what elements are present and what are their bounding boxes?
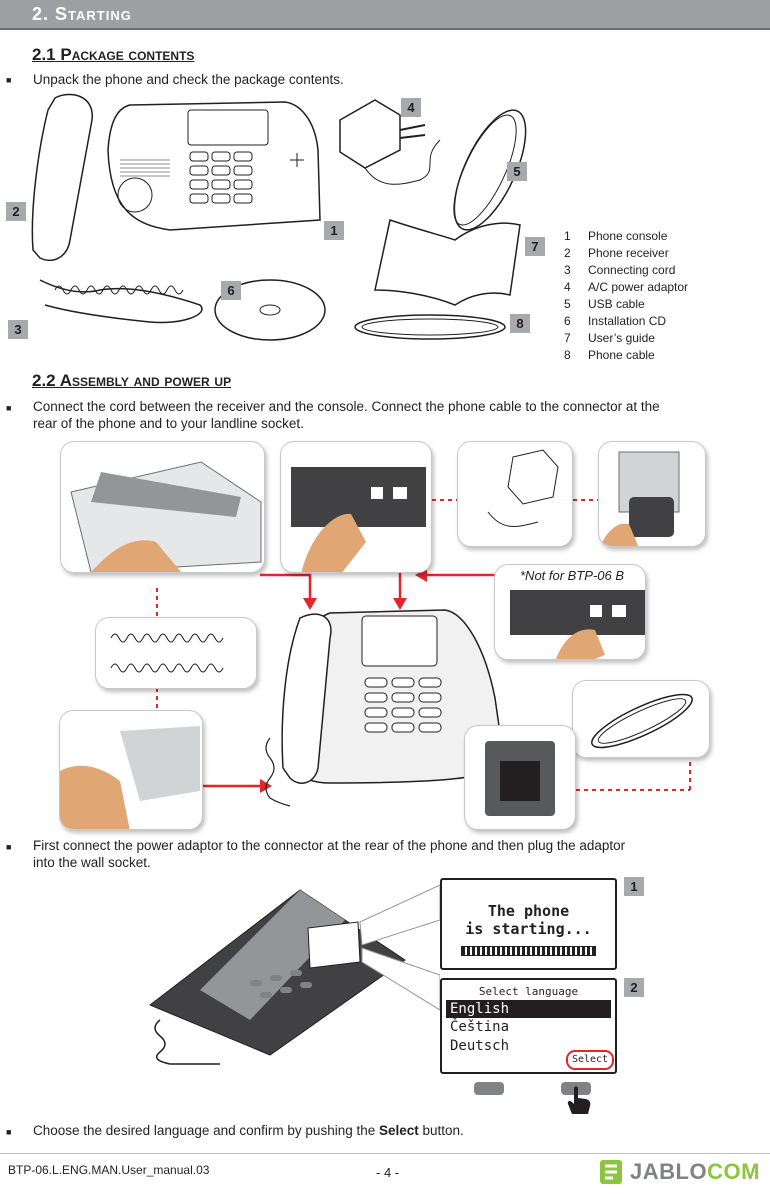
badge-2: 2 [6, 202, 26, 221]
adaptor-photo [457, 441, 573, 547]
bullet-connect-line1: Connect the cord between the receiver an… [33, 399, 660, 414]
badge-7: 7 [525, 237, 545, 256]
phone-cable-photo [572, 680, 710, 758]
screen-badge-1: 1 [624, 877, 644, 896]
phone-startup-illustration [149, 884, 440, 1065]
left-softkey-button[interactable] [474, 1082, 504, 1095]
screen-badge-2: 2 [624, 978, 644, 997]
pointing-hand-icon [567, 1086, 591, 1114]
logo-text-jablo: JABLO [630, 1159, 708, 1184]
badge-4: 4 [401, 98, 421, 117]
jablocom-logo-icon [600, 1160, 622, 1184]
package-contents-illustration [31, 93, 527, 341]
lcd-startup-line2: is starting... [465, 920, 592, 938]
badge-3: 3 [8, 320, 28, 339]
badge-1: 1 [324, 221, 344, 240]
language-screen-header: Select language [478, 985, 579, 998]
bullet-icon: ■ [6, 75, 12, 85]
select-button-label: Select [378, 1123, 419, 1138]
page-number: - 4 - [376, 1165, 400, 1180]
handset-plug-photo [59, 710, 203, 830]
section-title: 2. Starting [32, 4, 132, 24]
lcd-language-screen: Select language English Čeština Deutsch … [440, 978, 617, 1074]
bullet-icon: ■ [6, 1127, 12, 1137]
lcd-startup-line1: The phone [487, 902, 570, 920]
subsection-title-package: 2.1 Package contents [32, 45, 195, 64]
rear-port-photo [280, 441, 432, 573]
bullet-choose-language: Choose the desired language and confirm … [33, 1123, 464, 1138]
bullet-unpack: Unpack the phone and check the package c… [33, 72, 344, 87]
bullet-icon: ■ [6, 842, 12, 852]
line-socket-photo [464, 725, 576, 830]
logo-text-com: COM [707, 1159, 760, 1184]
receiver-cord-photo [60, 441, 265, 573]
language-option-english[interactable]: English [446, 1000, 611, 1018]
bullet-icon: ■ [6, 403, 12, 413]
section-header-bar [0, 0, 770, 30]
not-for-btp06b-note: *Not for BTP-06 B [517, 568, 628, 583]
coiled-cord-photo [95, 617, 257, 689]
subsection-title-assembly: 2.2 Assembly and power up [32, 371, 232, 390]
language-option-cestina[interactable]: Čeština [450, 1019, 510, 1035]
footer-divider [0, 1153, 770, 1154]
lcd-select-softkey[interactable]: Select [566, 1050, 614, 1070]
wall-socket-photo [598, 441, 706, 547]
footer-doc-id: BTP-06.L.ENG.MAN.User_manual.03 [8, 1163, 210, 1177]
bullet-connect-line2: rear of the phone and to your landline s… [33, 416, 304, 431]
badge-5: 5 [507, 162, 527, 181]
bullet-power-line2: into the wall socket. [33, 855, 151, 870]
language-option-deutsch[interactable]: Deutsch [450, 1038, 510, 1054]
badge-8: 8 [510, 314, 530, 333]
bullet-power-line1: First connect the power adaptor to the c… [33, 838, 626, 853]
startup-progress-bar [461, 946, 596, 956]
assembly-diagram [156, 499, 691, 807]
lcd-startup-screen: The phone is starting... [440, 878, 617, 970]
badge-6: 6 [221, 281, 241, 300]
